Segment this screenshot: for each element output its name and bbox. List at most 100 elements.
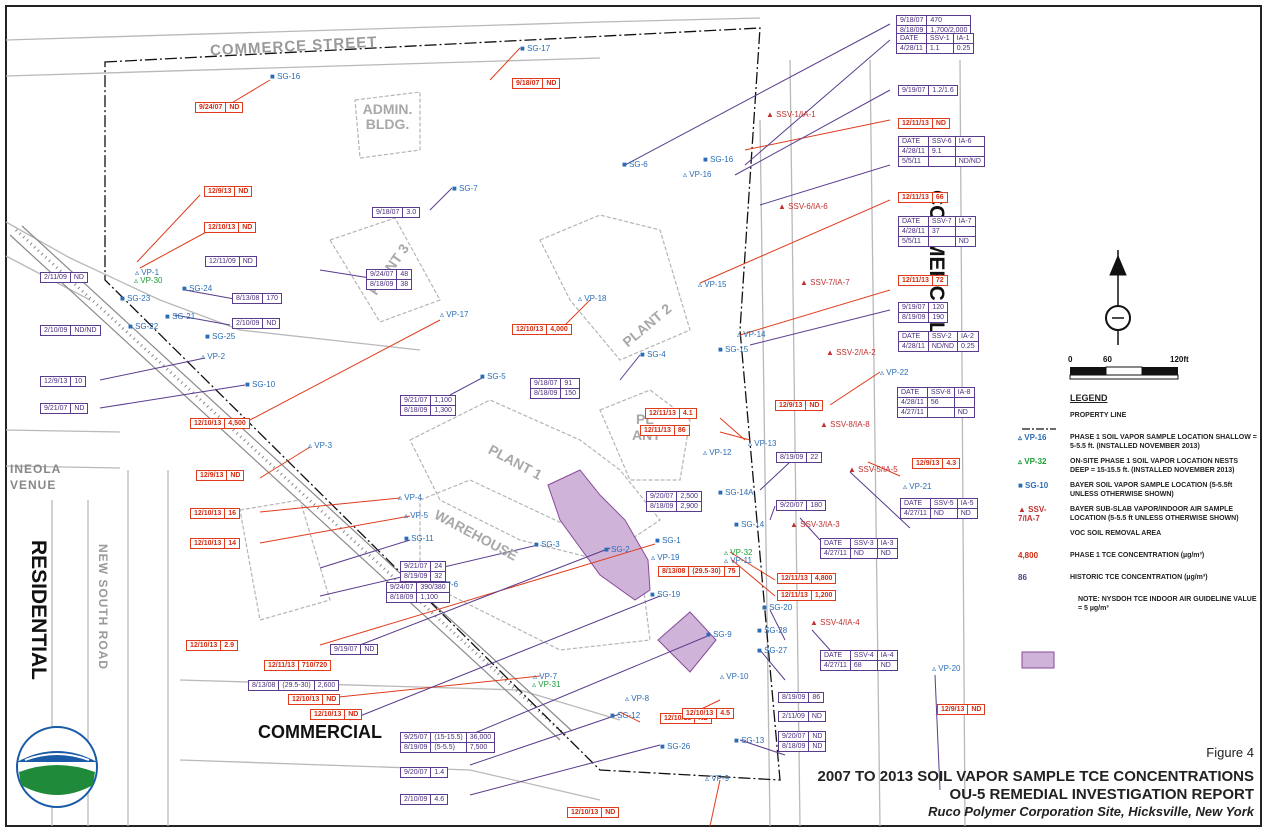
concentration-cell: (29.5-30) <box>278 680 315 691</box>
concentration-cell: 1,100 <box>430 395 456 406</box>
sample-location-vp-19: ▵ VP-19 <box>651 553 679 562</box>
concentration-cell: 4/27/11 <box>897 407 928 418</box>
sample-marker-icon: ▵ <box>720 672 727 681</box>
sample-location-sg-5: ■ SG-5 <box>480 372 506 381</box>
building-outlines <box>239 91 691 651</box>
concentration-cell: 8/18/09 <box>385 592 418 603</box>
sample-marker-icon: ▵ <box>578 294 585 303</box>
zone-commercial-bottom: COMMERCIAL <box>258 722 382 742</box>
concentration-cell: ND <box>931 118 951 129</box>
concentration-cell: 38 <box>396 279 413 290</box>
concentration-cell: 9/18/07 <box>895 15 928 26</box>
sample-location-label: VP-31 <box>538 680 561 689</box>
concentration-cell: 68 <box>849 660 878 671</box>
concentration-cell: ND <box>238 256 257 267</box>
concentration-cell: ND <box>953 407 975 418</box>
concentration-cell: 4.5 <box>716 708 734 719</box>
concentration-cell: 9/24/07 <box>365 269 398 280</box>
sample-location-label: SG-24 <box>189 284 213 293</box>
legend-text: PHASE 1 SOIL VAPOR SAMPLE LOCATION SHALL… <box>1070 434 1257 450</box>
concentration-cell: 120 <box>928 302 949 313</box>
sample-marker-icon: ■ <box>703 155 711 164</box>
concentration-cell: 36,000 <box>465 732 496 743</box>
concentration-cell: 10 <box>70 376 87 387</box>
concentration-cell: 2,500 <box>676 491 702 502</box>
concentration-cell: 2/11/09 <box>778 711 809 722</box>
concentration-cell: 190 <box>928 312 949 323</box>
sample-location-label: VP-22 <box>886 368 909 377</box>
concentration-cell: 2.9 <box>220 640 238 651</box>
title-line-3: Ruco Polymer Corporation Site, Hicksvill… <box>928 804 1254 819</box>
sample-location-vp-10: ▵ VP-10 <box>720 672 748 681</box>
sample-marker-icon: ■ <box>604 545 612 554</box>
sample-location-sg-4: ■ SG-4 <box>640 350 666 359</box>
sample-marker-icon: ▵ <box>880 368 887 377</box>
sample-location-label: SSV-4/IA-4 <box>820 618 860 627</box>
sample-marker-icon: ▵ <box>705 774 712 783</box>
sample-location-sg-23: ■ SG-23 <box>120 294 150 303</box>
concentration-row: 4/27/11 ND <box>897 407 975 418</box>
sample-marker-icon: ■ <box>757 646 765 655</box>
concentration-cell: ND <box>601 807 620 818</box>
sample-marker-icon: ▵ <box>398 493 405 502</box>
street-mineola-2: VENUE <box>10 478 57 492</box>
concentration-cell: SSV-3 <box>849 538 878 549</box>
sample-marker-icon: ▵ <box>308 441 315 450</box>
concentration-cell <box>954 146 985 157</box>
concentration-cell: 390/380 <box>416 582 450 593</box>
concentration-cell: 2/10/09 <box>231 318 264 329</box>
concentration-cell: 14 <box>224 538 241 549</box>
sample-location-ssv-5-ia-5: ▲ SSV-5/IA-5 <box>848 465 898 474</box>
legend-text: HISTORIC TCE CONCENTRATION (µg/m³) <box>1070 574 1208 581</box>
sample-location-label: VP-13 <box>754 439 777 448</box>
concentration-cell: ND <box>954 236 976 247</box>
sample-location-label: VP-5 <box>410 511 429 520</box>
sample-location-sg-11: ■ SG-11 <box>404 534 434 543</box>
concentration-cell: 8/19/09 <box>897 312 930 323</box>
sample-marker-icon: ■ <box>757 626 765 635</box>
sample-marker-icon: ▲ <box>766 110 777 119</box>
title-line-1: 2007 TO 2013 SOIL VAPOR SAMPLE TCE CONCE… <box>817 768 1255 785</box>
sample-marker-icon: ▵ <box>703 448 710 457</box>
concentration-cell: 4/27/11 <box>820 548 851 559</box>
sample-location-label: SG-12 <box>617 711 641 720</box>
sample-marker-icon: ■ <box>660 742 668 751</box>
concentration-cell: SSV-2 <box>927 331 959 342</box>
sample-location-label: VP-9 <box>711 774 730 783</box>
concentration-cell: 9/20/07 <box>775 500 808 511</box>
street-mineola-1: INEOLA <box>10 462 62 476</box>
concentration-cell: 4,000 <box>546 324 572 335</box>
voc-removal-area-1 <box>547 469 651 601</box>
concentration-cell: 9.1 <box>927 146 956 157</box>
sample-marker-icon: ▲ <box>820 420 831 429</box>
sample-location-label: SSV-3/IA-3 <box>800 520 840 529</box>
concentration-cell: 32 <box>430 571 447 582</box>
sample-location-vp-22: ▵ VP-22 <box>880 368 908 377</box>
concentration-cell: 8/13/08 <box>231 293 264 304</box>
concentration-cell: 8/19/09 <box>775 452 808 463</box>
sample-location-vp-21: ▵ VP-21 <box>903 482 931 491</box>
sample-marker-icon: ■ <box>534 540 542 549</box>
concentration-cell: 7,500 <box>465 742 496 753</box>
concentration-cell: ND <box>226 470 245 481</box>
